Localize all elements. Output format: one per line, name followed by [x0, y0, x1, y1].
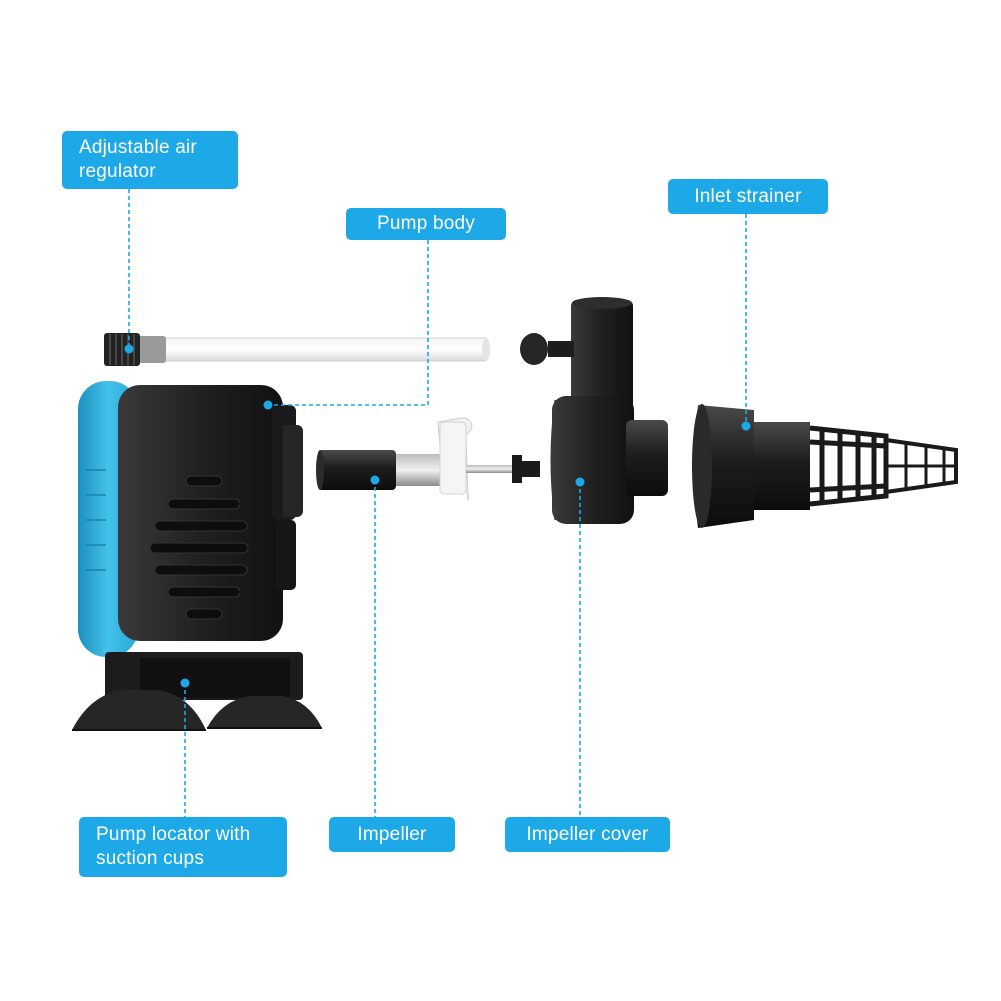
label-impeller: Impeller: [329, 817, 455, 852]
label-text: Pump body: [377, 213, 475, 234]
inlet-strainer: [692, 404, 958, 528]
label-text: Impeller: [357, 823, 427, 845]
label-pump-body: Pump body: [346, 208, 506, 240]
impeller-cover: [520, 297, 668, 524]
label-text: Adjustable air regulator: [79, 137, 197, 182]
label-text: Pump locator with suction cups: [96, 824, 251, 869]
label-pump-locator: Pump locator with suction cups: [79, 817, 287, 877]
leader-pump-body: [268, 240, 429, 406]
label-impeller-cover: Impeller cover: [505, 817, 670, 852]
label-text: Inlet strainer: [694, 185, 802, 207]
label-adjustable-air-regulator: Adjustable air regulator: [62, 131, 238, 189]
pump-body: [78, 381, 303, 700]
leader-dots: [124, 344, 751, 688]
impeller: [316, 417, 540, 501]
air-regulator: [104, 333, 490, 366]
label-text: Impeller cover: [526, 823, 649, 845]
suction-cups: [72, 690, 322, 731]
leader-lines: [128, 189, 747, 817]
label-inlet-strainer: Inlet strainer: [668, 179, 828, 214]
